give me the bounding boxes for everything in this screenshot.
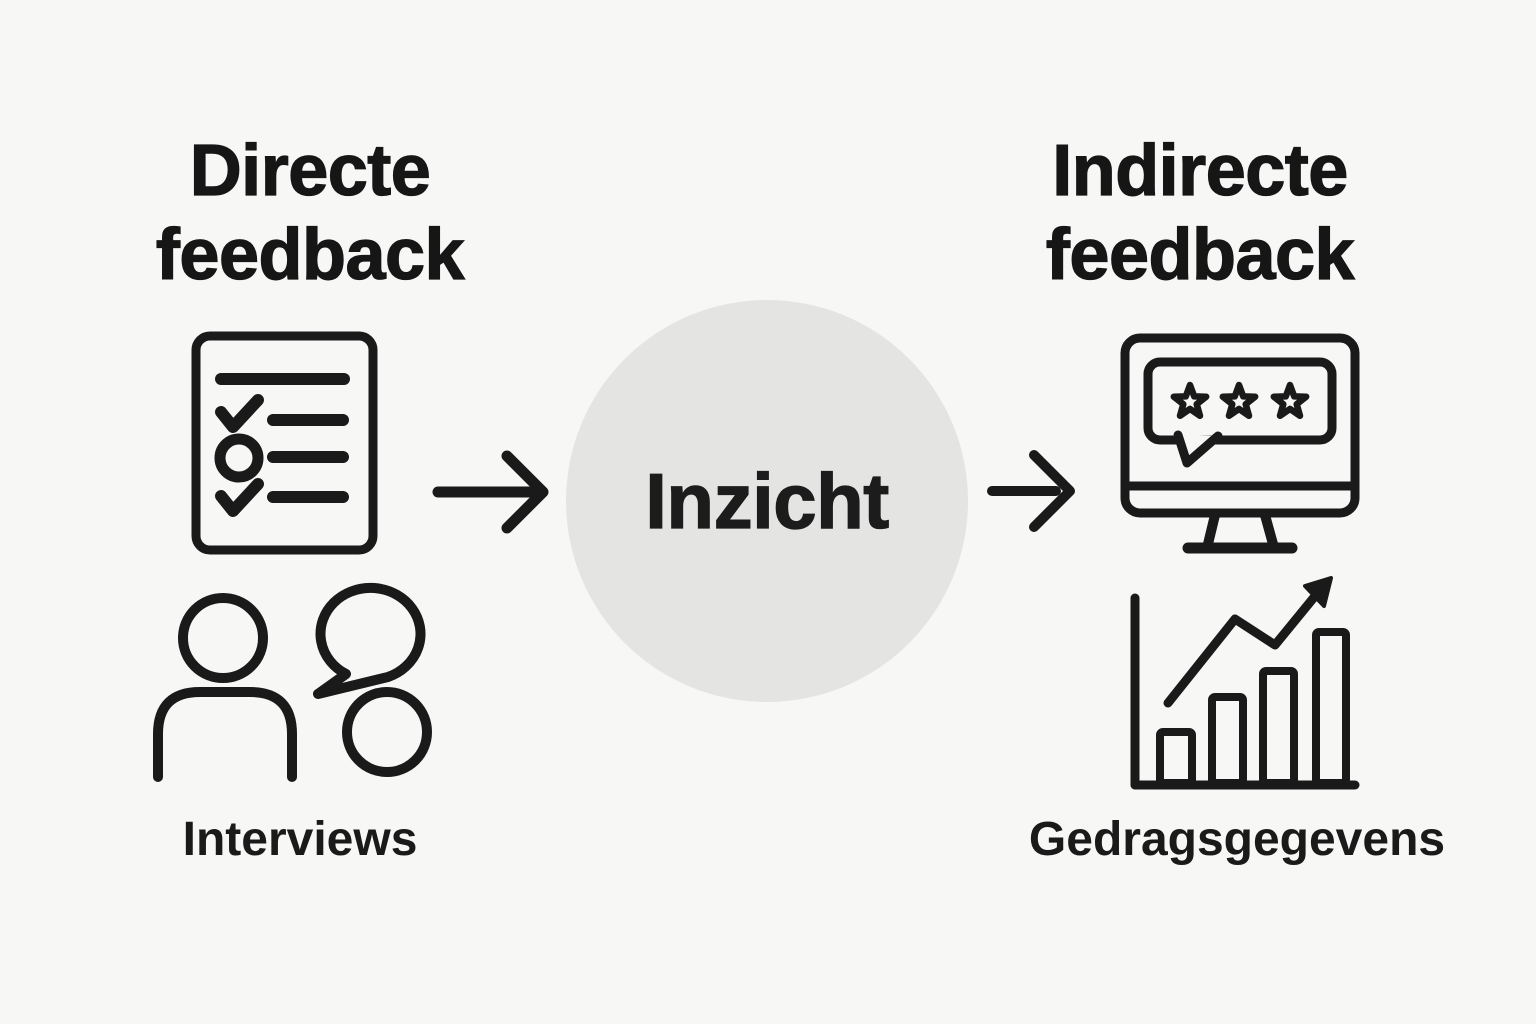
monitor-review-stars-icon — [1120, 333, 1360, 554]
right-column-caption: Gedragsgegevens — [1028, 813, 1446, 866]
arrow-insight-to-right-icon — [987, 450, 1075, 532]
insight-label: Inzicht — [645, 456, 890, 545]
interview-people-icon — [153, 582, 432, 782]
star-icon — [1170, 381, 1210, 420]
right-column-title: Indirecte feedback — [1045, 130, 1355, 295]
star-icon — [1219, 381, 1259, 420]
star-icon — [1270, 381, 1310, 420]
survey-checklist-icon — [191, 331, 378, 555]
arrow-left-to-insight-icon — [432, 450, 549, 534]
growth-bar-chart-icon — [1130, 576, 1360, 790]
left-column-title: Directe feedback — [155, 130, 465, 295]
left-column-caption: Interviews — [182, 813, 418, 866]
insight-circle: Inzicht — [566, 300, 968, 702]
